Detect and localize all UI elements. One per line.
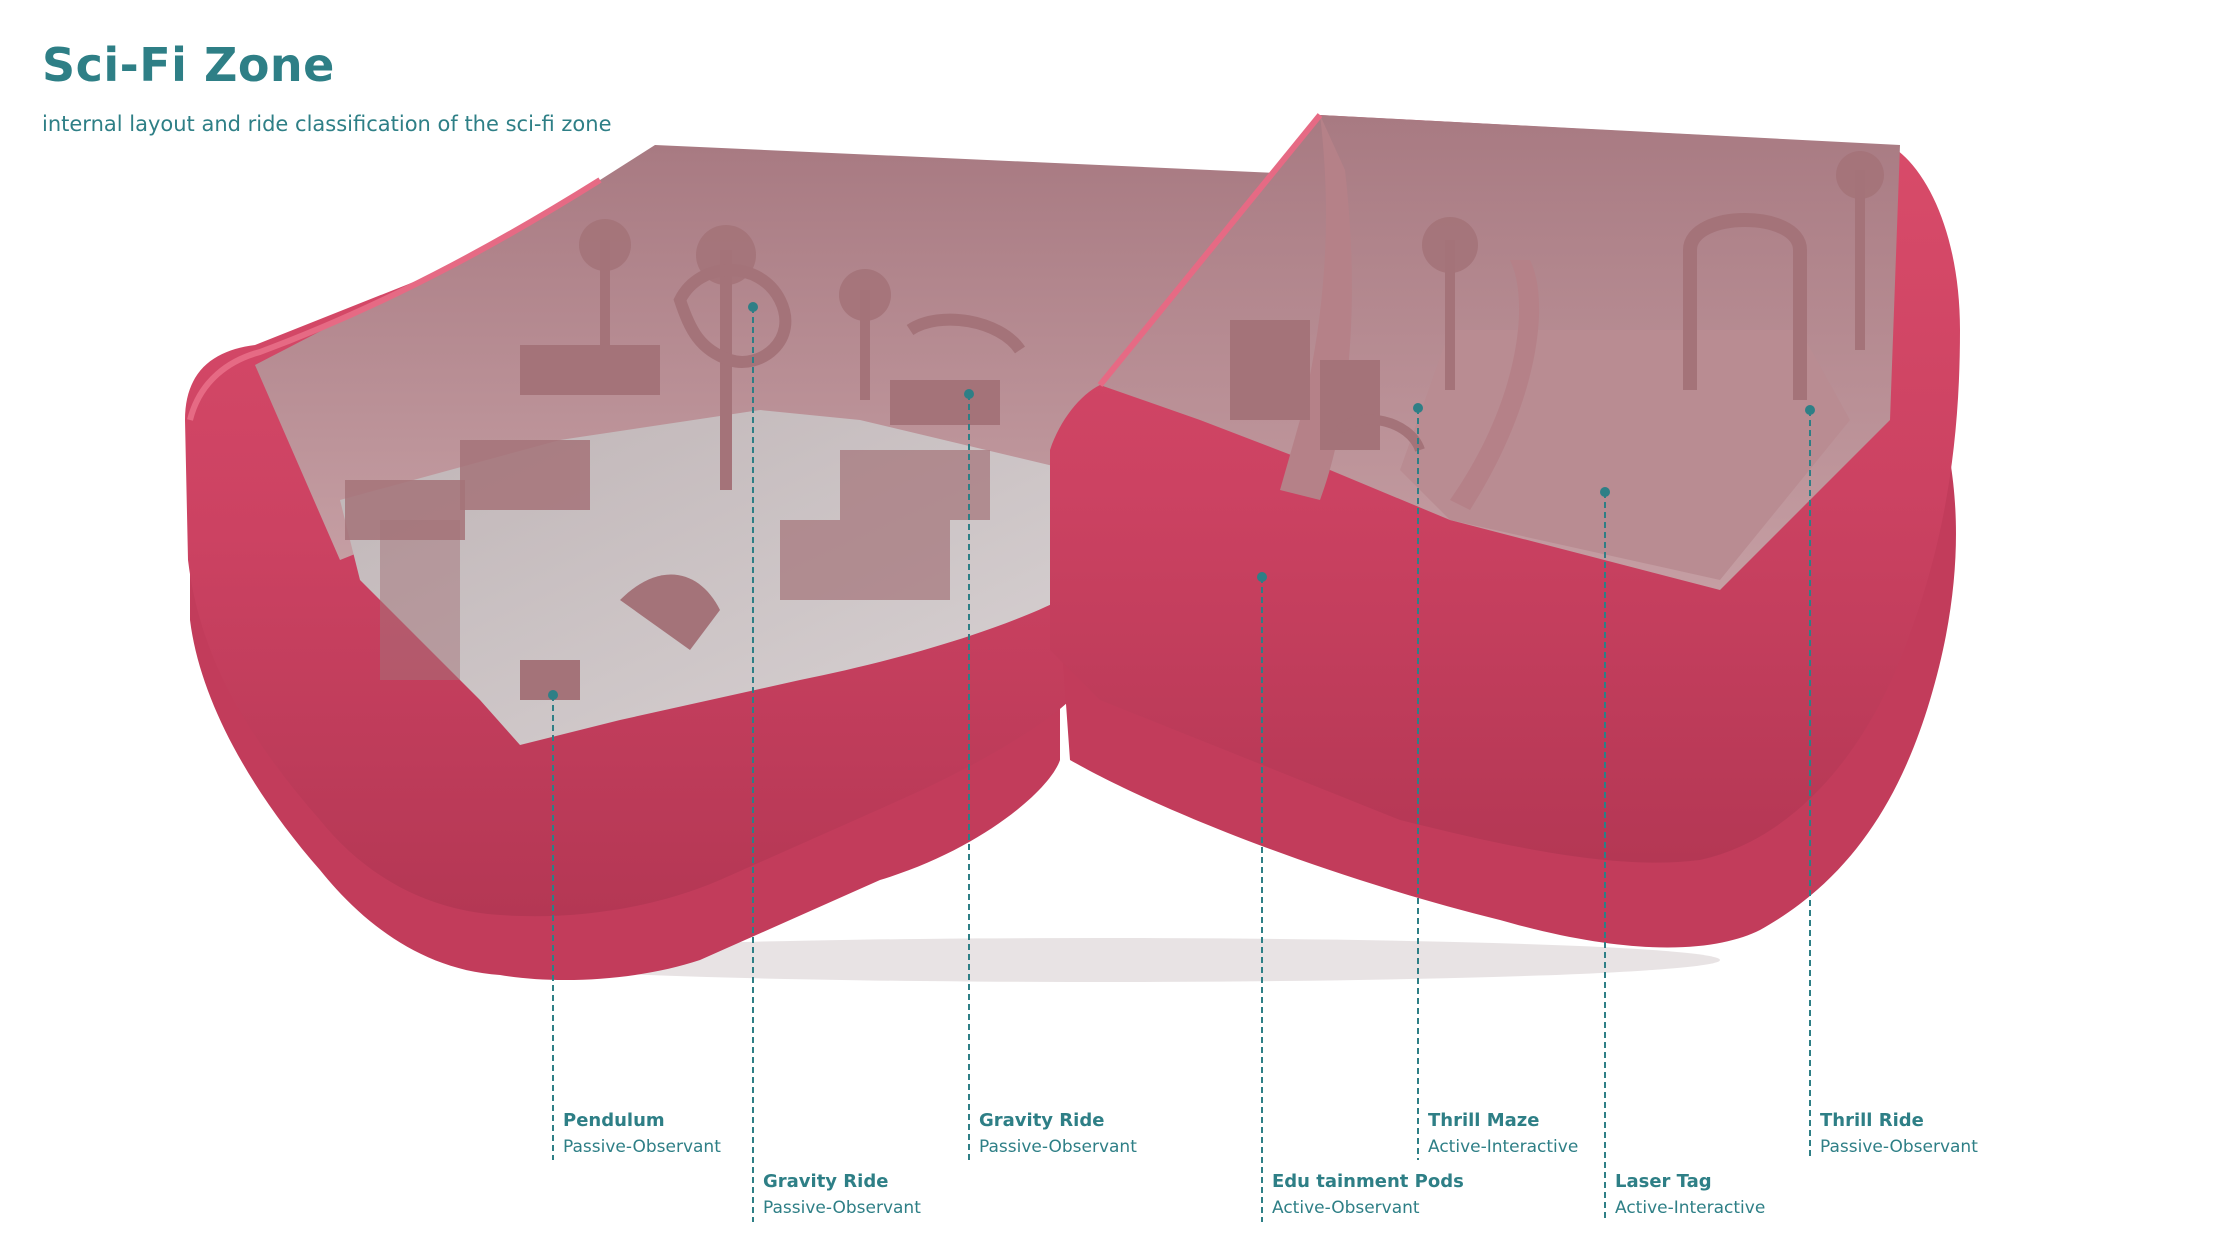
- callout-name: Laser Tag: [1615, 1171, 1712, 1192]
- callout-pendulum: Pendulum Passive-Observant: [563, 1108, 721, 1160]
- callout-thrill-ride: Thrill Ride Passive-Observant: [1820, 1108, 1978, 1160]
- maze-partition-wall: [1450, 260, 1540, 510]
- page-title: Sci-Fi Zone: [42, 38, 335, 92]
- callout-type: Active-Observant: [1272, 1198, 1420, 1218]
- left-rim-highlight: [187, 177, 602, 421]
- leader-anchor-dot: [1600, 487, 1610, 497]
- callout-name: Thrill Maze: [1428, 1110, 1540, 1131]
- callout-name: Pendulum: [563, 1110, 665, 1131]
- callout-laser-tag: Laser Tag Active-Interactive: [1615, 1169, 1765, 1221]
- callout-name: Gravity Ride: [763, 1171, 889, 1192]
- callout-gravity-ride-2: Gravity Ride Passive-Observant: [979, 1108, 1137, 1160]
- leader-anchor-dot: [548, 690, 558, 700]
- callout-name: Gravity Ride: [979, 1110, 1105, 1131]
- callout-type: Passive-Observant: [1820, 1137, 1978, 1157]
- callout-type: Passive-Observant: [763, 1198, 921, 1218]
- leader-anchor-dot: [748, 302, 758, 312]
- callout-type: Passive-Observant: [979, 1137, 1137, 1157]
- leader-anchor-dot: [1413, 403, 1423, 413]
- callout-type: Passive-Observant: [563, 1137, 721, 1157]
- callout-leaders: [548, 302, 1815, 1222]
- leader-anchor-dot: [1257, 572, 1267, 582]
- leader-anchor-dot: [964, 389, 974, 399]
- callout-type: Active-Interactive: [1428, 1137, 1579, 1157]
- callout-thrill-maze: Thrill Maze Active-Interactive: [1428, 1108, 1578, 1160]
- callout-gravity-ride-1: Gravity Ride Passive-Observant: [763, 1169, 921, 1221]
- callout-type: Active-Interactive: [1615, 1198, 1766, 1218]
- callout-name: Thrill Ride: [1820, 1110, 1924, 1131]
- leader-anchor-dot: [1805, 405, 1815, 415]
- left-interior-features: [345, 219, 1025, 700]
- ground-shadow: [480, 938, 1720, 982]
- right-rim-highlight: [1097, 113, 1323, 387]
- callout-edutainment-pods: Edu tainment Pods Active-Observant: [1272, 1169, 1464, 1221]
- callout-name: Edu tainment Pods: [1272, 1171, 1464, 1192]
- right-interior-features: [1230, 151, 1884, 453]
- page-subtitle: internal layout and ride classification …: [42, 112, 612, 136]
